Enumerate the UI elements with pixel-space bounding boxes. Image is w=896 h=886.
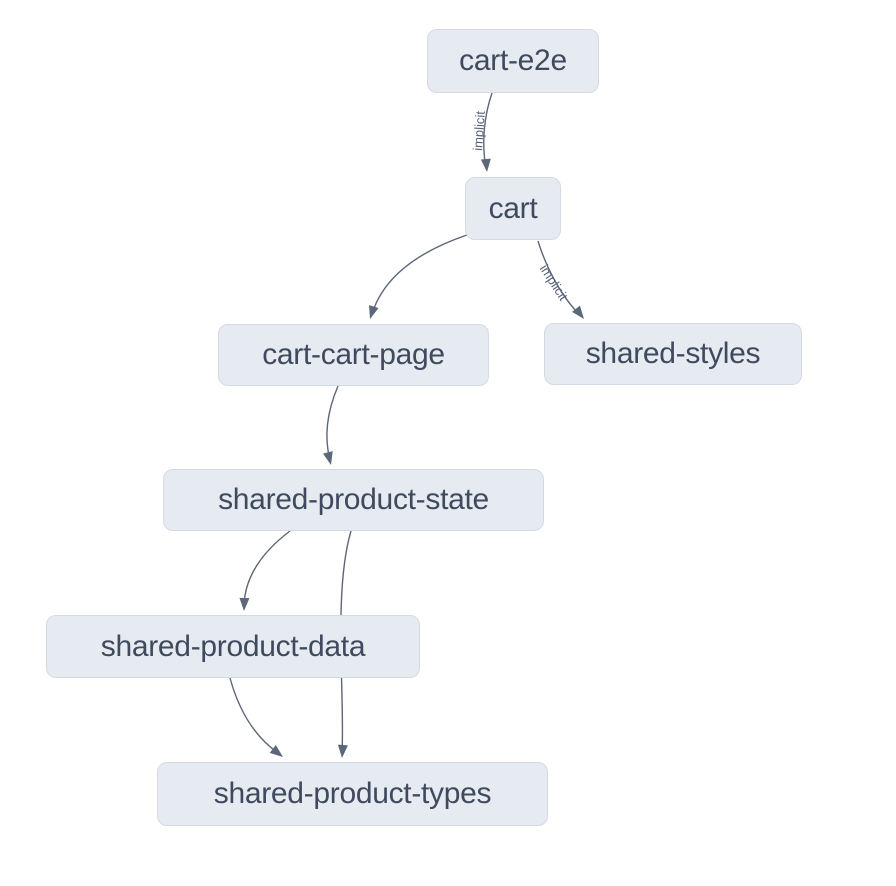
node-shared-product-state[interactable]: shared-product-state xyxy=(163,469,544,531)
edge-shared-product-state-to-shared-product-data xyxy=(243,530,291,607)
arrowhead-icon xyxy=(337,744,348,758)
edge-cart-to-cart-cart-page xyxy=(371,234,468,315)
node-label: cart-cart-page xyxy=(262,338,445,371)
arrowhead-icon xyxy=(239,597,250,611)
arrowhead-icon xyxy=(323,451,333,465)
edge-cart-cart-page-to-shared-product-state xyxy=(326,385,339,461)
arrowhead-icon xyxy=(480,158,491,172)
edge-cart-to-shared-styles xyxy=(537,240,580,315)
node-label: shared-product-types xyxy=(213,777,492,810)
node-cart-e2e[interactable]: cart-e2e xyxy=(427,29,599,93)
node-label: shared-product-state xyxy=(218,483,489,516)
edge-shared-product-data-to-shared-product-types xyxy=(229,677,279,754)
arrowhead-icon xyxy=(369,305,379,319)
node-label: cart xyxy=(488,191,538,225)
node-label: cart-e2e xyxy=(459,44,567,77)
node-shared-styles[interactable]: shared-styles xyxy=(544,323,802,385)
node-shared-product-types[interactable]: shared-product-types xyxy=(157,762,548,826)
node-cart-cart-page[interactable]: cart-cart-page xyxy=(218,324,489,386)
edge-label: implicit xyxy=(537,262,571,304)
edge-label: implicit xyxy=(470,110,488,151)
node-shared-product-data[interactable]: shared-product-data xyxy=(46,615,420,678)
arrowhead-icon xyxy=(269,745,283,757)
arrowhead-icon xyxy=(572,305,584,319)
node-label: shared-product-data xyxy=(100,629,366,663)
node-cart[interactable]: cart xyxy=(465,177,561,240)
node-label: shared-styles xyxy=(585,337,761,370)
